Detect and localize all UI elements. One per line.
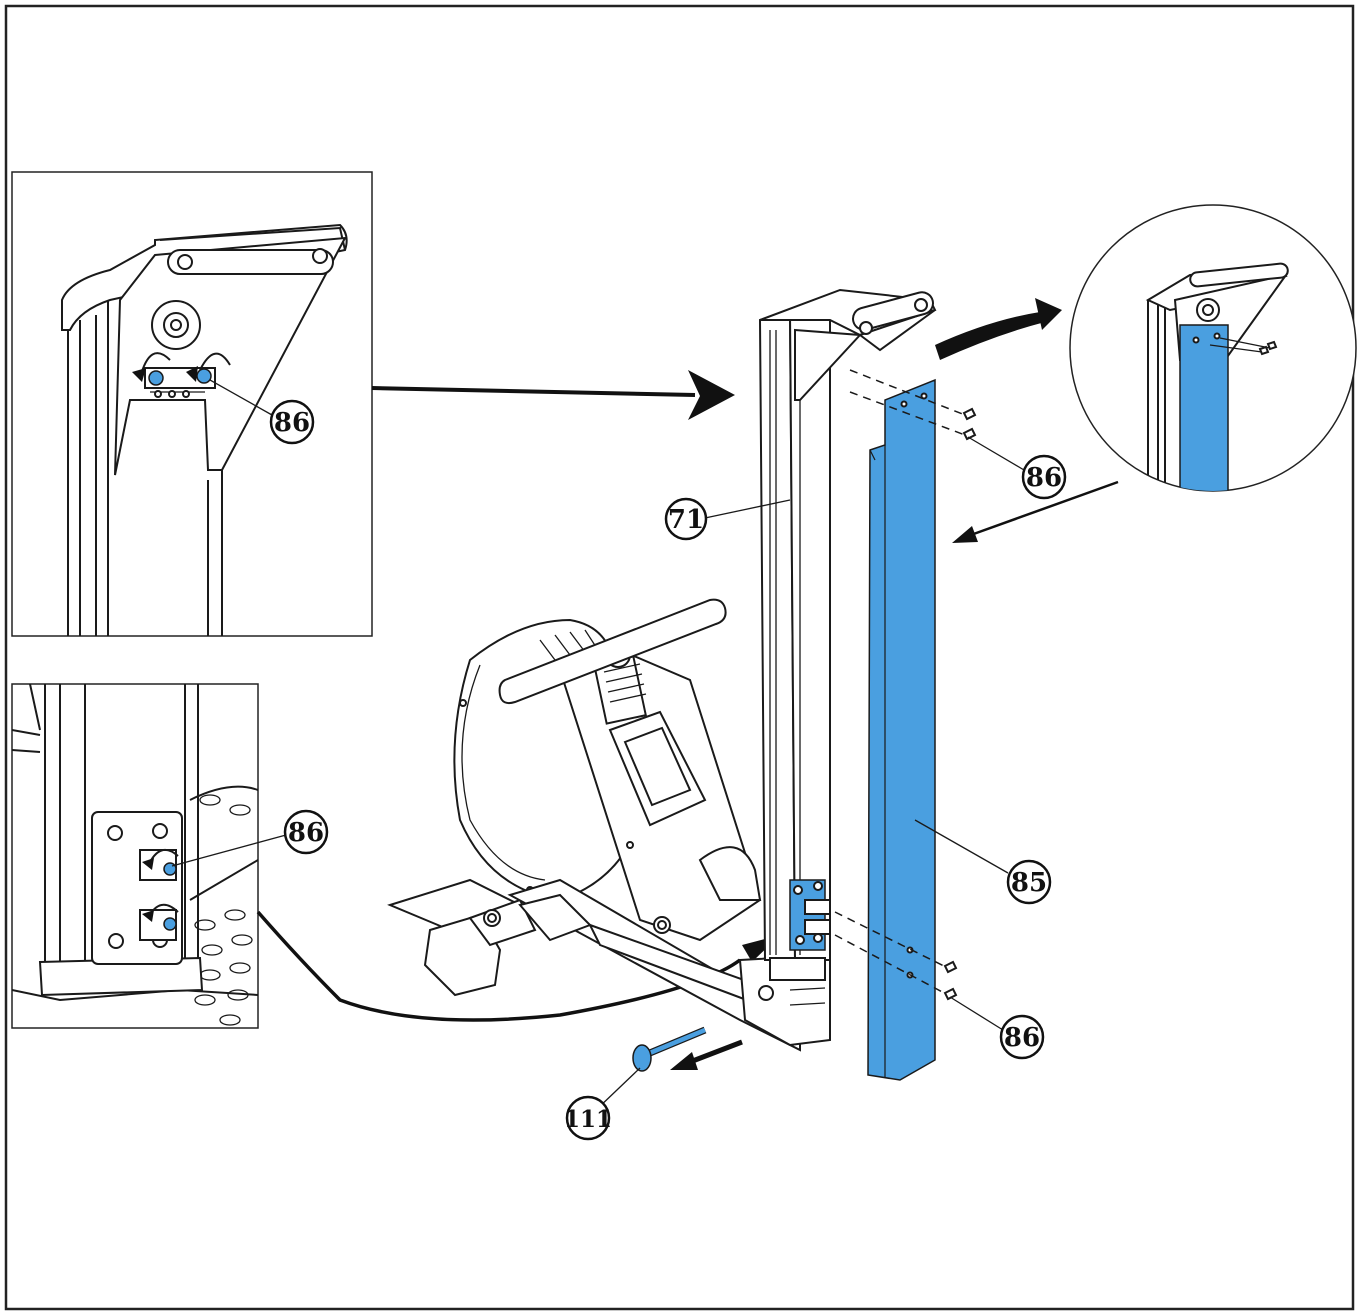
arrow-detail-to-column [371, 370, 735, 420]
detail-box-bottom [11, 683, 287, 1029]
callout-86-detail-top: 86 [269, 399, 315, 445]
callout-85: 85 [1006, 859, 1052, 905]
callout-86-main-bottom: 86 [999, 1014, 1045, 1060]
arrow-from-zoom [952, 480, 1119, 543]
callout-text-111: 111 [564, 1106, 612, 1133]
callout-text-86-detail-top: 86 [274, 408, 310, 438]
callout-71: 71 [664, 497, 708, 541]
callout-text-85: 85 [1011, 868, 1047, 898]
screws-86 [943, 407, 1025, 1031]
cover-85 [867, 378, 1009, 1081]
zoom-circle [1069, 204, 1357, 492]
callout-text-86-main-top: 86 [1026, 463, 1062, 493]
callout-text-86-detail-bottom: 86 [288, 818, 324, 848]
arrow-to-zoom [935, 298, 1062, 360]
callout-text-86-main-bottom: 86 [1004, 1023, 1040, 1053]
callout-86-detail-bottom: 86 [283, 809, 329, 855]
callout-86-main-top: 86 [1021, 454, 1067, 500]
knob-111 [595, 1026, 743, 1111]
callout-text-71: 71 [668, 505, 704, 535]
page-border [4, 4, 1355, 1311]
alignment-lines [834, 369, 966, 996]
detail-box-top [11, 171, 373, 637]
column-71 [704, 288, 937, 981]
callout-111: 111 [564, 1095, 612, 1141]
